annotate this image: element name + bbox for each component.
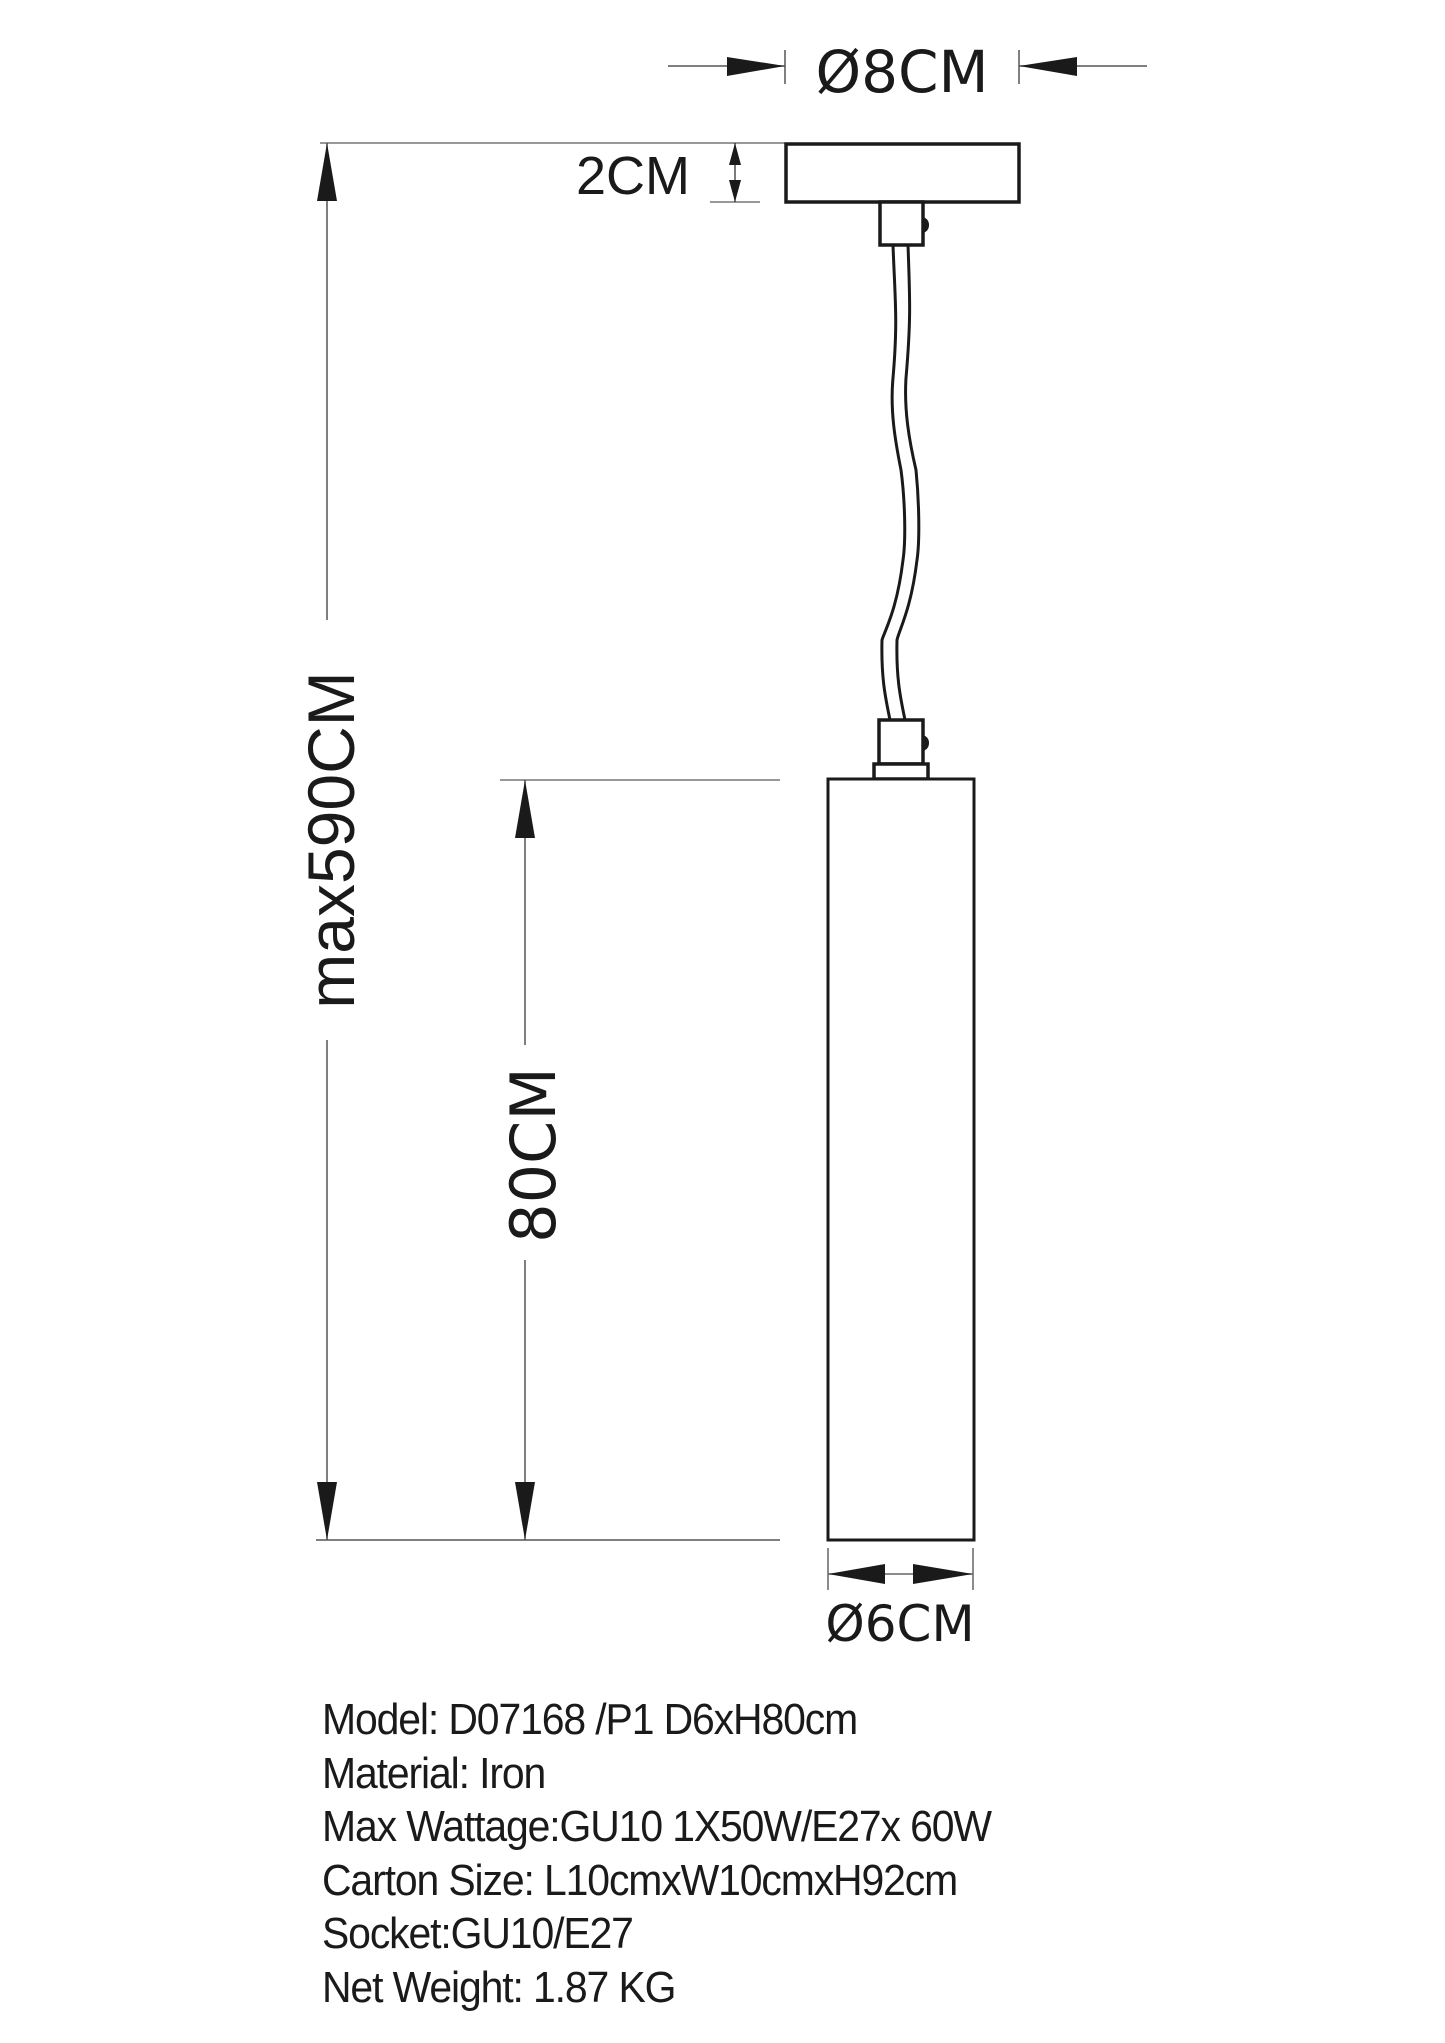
bottom-cord-connector bbox=[872, 718, 930, 781]
canopy-diameter-dimension: Ø8CM bbox=[668, 38, 1147, 106]
shade-height-dimension: 80CM bbox=[497, 779, 780, 1540]
canopy-height-dimension: 2CM bbox=[320, 142, 785, 206]
suspension-cord bbox=[880, 244, 921, 721]
spec-max-wattage: Max Wattage:GU10 1X50W/E27x 60W bbox=[322, 1802, 992, 1851]
spec-carton-size: Carton Size: L10cmxW10cmxH92cm bbox=[322, 1855, 958, 1905]
spec-socket: Socket:GU10/E27 bbox=[322, 1909, 634, 1958]
arrow-down-icon bbox=[729, 180, 741, 202]
max-height-dimension: max590CM bbox=[294, 143, 368, 1540]
arrow-up-icon bbox=[317, 143, 337, 201]
spec-material: Material: Iron bbox=[322, 1748, 546, 1798]
spec-net-weight: Net Weight: 1.87 KG bbox=[322, 1962, 676, 2012]
spec-list: Model: D07168 /P1 D6xH80cm Material: Iro… bbox=[322, 1693, 1041, 2014]
arrow-down-icon bbox=[317, 1482, 337, 1540]
arrow-up-icon bbox=[729, 143, 741, 165]
canopy-height-label: 2CM bbox=[576, 146, 690, 206]
arrow-left-icon bbox=[828, 1564, 885, 1584]
spec-model: Model: D07168 /P1 D6xH80cm bbox=[322, 1695, 858, 1744]
arrow-down-icon bbox=[515, 1482, 535, 1540]
arrow-right-icon bbox=[727, 57, 785, 76]
max-height-label: max590CM bbox=[294, 671, 368, 1008]
top-cord-connector bbox=[878, 200, 929, 247]
shade-diameter-dimension: Ø6CM bbox=[825, 1548, 975, 1653]
shade-diameter-label: Ø6CM bbox=[825, 1595, 974, 1653]
tube-shade bbox=[826, 777, 976, 1542]
ceiling-canopy bbox=[784, 142, 1021, 204]
shade-height-label: 80CM bbox=[497, 1067, 570, 1243]
arrow-right-icon bbox=[913, 1564, 973, 1584]
arrow-up-icon bbox=[515, 780, 535, 838]
arrow-left-icon bbox=[1019, 57, 1077, 76]
canopy-diameter-label: Ø8CM bbox=[815, 38, 988, 106]
